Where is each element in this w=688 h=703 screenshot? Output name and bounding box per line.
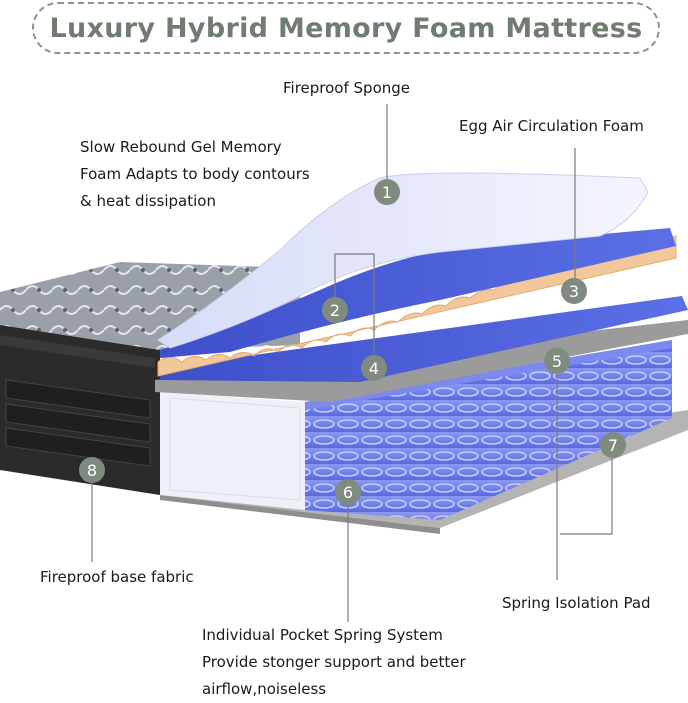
label-gel-memory-foam: Slow Rebound Gel Memory Foam Adapts to b…	[80, 134, 310, 215]
svg-text:1: 1	[382, 183, 392, 202]
label-pocket-spring-line-1: Individual Pocket Spring System	[202, 626, 443, 644]
marker-4: 4	[361, 355, 387, 381]
marker-6: 6	[335, 479, 361, 505]
marker-3: 3	[561, 278, 587, 304]
svg-text:6: 6	[343, 483, 353, 502]
label-gel-memory-line-1: Slow Rebound Gel Memory	[80, 138, 282, 156]
pocket-spring-block	[160, 340, 672, 520]
gel-memory-foam	[160, 228, 676, 358]
label-fireproof-base-fabric: Fireproof base fabric	[40, 568, 194, 586]
fireproof-sponge-layer	[157, 172, 649, 349]
marker-5: 5	[544, 348, 570, 374]
marker-1: 1	[374, 179, 400, 205]
svg-text:7: 7	[608, 436, 618, 455]
label-pocket-spring-line-3: airflow,noiseless	[202, 680, 327, 698]
label-fireproof-sponge: Fireproof Sponge	[283, 79, 411, 97]
svg-text:3: 3	[569, 282, 579, 301]
title-banner: Luxury Hybrid Memory Foam Mattress	[32, 2, 660, 54]
marker-8: 8	[79, 457, 105, 483]
label-gel-memory-line-3: & heat dissipation	[80, 192, 216, 210]
leader-lines	[91, 104, 613, 622]
label-pocket-spring-line-2: Provide stonger support and better	[202, 653, 466, 671]
label-egg-air-circulation-foam: Egg Air Circulation Foam	[459, 117, 644, 135]
marker-7: 7	[600, 432, 626, 458]
svg-text:8: 8	[87, 461, 97, 480]
lower-blue-layer	[160, 296, 688, 382]
page-title: Luxury Hybrid Memory Foam Mattress	[49, 12, 643, 44]
svg-text:5: 5	[552, 352, 562, 371]
svg-text:2: 2	[330, 301, 340, 320]
label-pocket-spring-system: Individual Pocket Spring System Provide …	[202, 622, 466, 703]
svg-text:4: 4	[369, 359, 379, 378]
marker-2: 2	[322, 297, 348, 323]
label-gel-memory-line-2: Foam Adapts to body contours	[80, 165, 310, 183]
label-spring-isolation-pad: Spring Isolation Pad	[502, 594, 651, 612]
